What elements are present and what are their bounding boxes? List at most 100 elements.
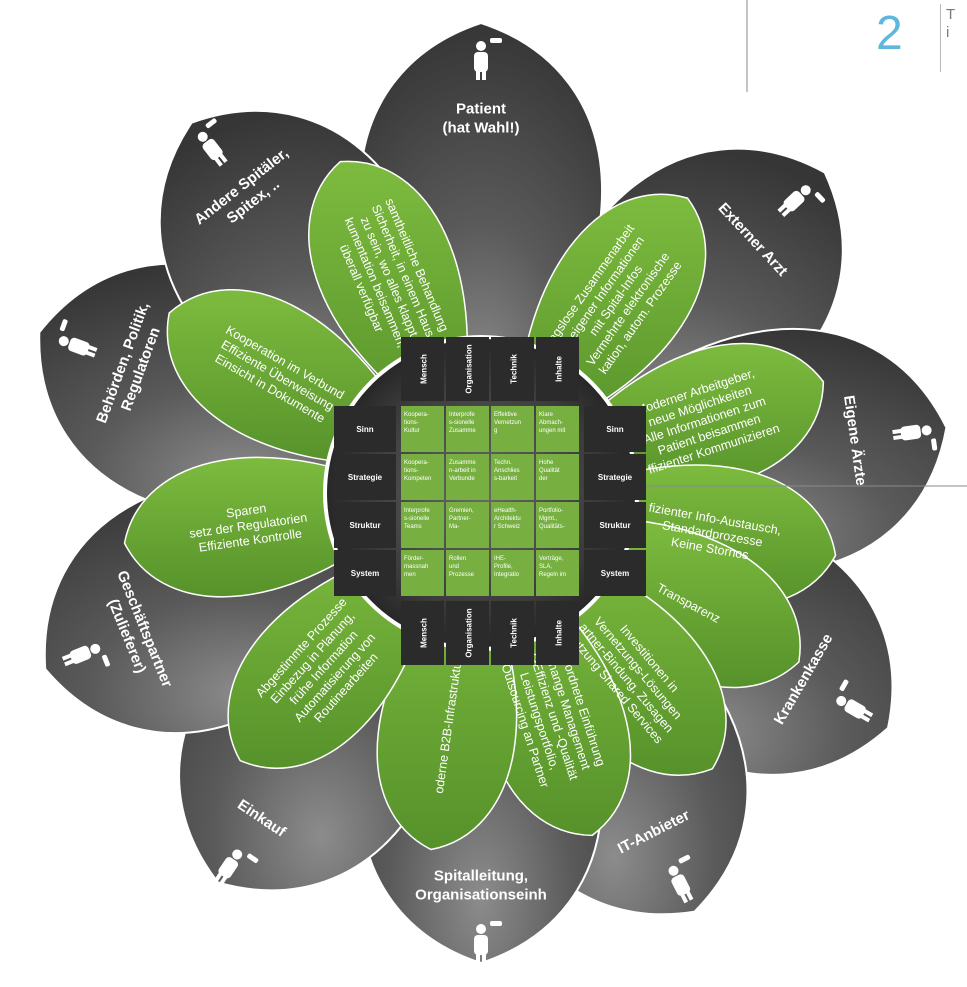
speech-bubble (678, 854, 691, 864)
row-header-right: Strategie (598, 473, 633, 482)
matrix-cell-text: und (449, 564, 459, 570)
person-leg (482, 953, 486, 963)
matrix-cell-text: massnah (404, 564, 428, 570)
person-leg (86, 344, 98, 352)
matrix-cell-text: Koopera- (404, 460, 429, 466)
person-leg (218, 152, 228, 163)
matrix-center: MenschMenschOrganisationOrganisationTech… (323, 335, 646, 665)
row-header-right: System (601, 569, 629, 578)
matrix-cell-text: s-sionelle (449, 420, 475, 426)
person-icon (214, 849, 259, 886)
stakeholder-label: Spitalleitung,Organisationseinh (415, 868, 547, 904)
matrix-cell-text: Teams (404, 524, 422, 530)
matrix-cell (491, 550, 534, 596)
person-leg (84, 350, 96, 358)
person-head (800, 185, 811, 196)
person-head (921, 425, 932, 436)
matrix-cell-text: Partner- (449, 516, 471, 522)
row-header-left-bg (334, 406, 396, 452)
person-leg (64, 658, 75, 667)
col-header-top-bg (446, 337, 489, 401)
stakeholder-label-line: Spitalleitung, (434, 868, 528, 885)
matrix-cell-text: Interprofe (449, 412, 475, 418)
matrix-cell-text: tions- (404, 420, 419, 426)
matrix-cell-text: Kultur (404, 428, 420, 434)
speech-bubble (490, 921, 502, 926)
matrix-cell-text: s-barkeit (494, 476, 517, 482)
speech-bubble (814, 192, 826, 203)
person-leg (482, 70, 486, 80)
person-leg (859, 713, 871, 723)
row-header-right-bg (584, 406, 646, 452)
person-leg (476, 953, 480, 963)
matrix-cell (401, 550, 444, 596)
matrix-cell-text: Klare (539, 412, 554, 418)
need-text: Moderner Arbeitgeber,neue MöglichkeitenA… (634, 366, 781, 477)
person-icon (668, 854, 694, 904)
person-icon (61, 643, 110, 667)
matrix-cell-text: men (404, 572, 416, 578)
col-header-bottom: Organisation (465, 608, 474, 657)
speech-bubble (247, 853, 259, 863)
page-number: 2 (876, 7, 903, 60)
person-body (900, 424, 922, 441)
row-header-left: Strategie (348, 473, 383, 482)
person-head (836, 696, 847, 706)
person-body (844, 699, 866, 719)
matrix-cell-text: Profile, (494, 564, 513, 570)
person-head (476, 41, 486, 51)
stakeholder-label-line: (hat Wahl!) (443, 120, 520, 137)
matrix-cell-text: Kompeten (404, 476, 431, 482)
person-icon (777, 185, 826, 218)
person-body (474, 935, 488, 955)
person-icon (58, 319, 98, 358)
person-leg (777, 202, 788, 213)
person-icon (474, 921, 502, 963)
person-leg (892, 428, 903, 435)
matrix-cell-text: Förder- (404, 556, 424, 562)
matrix-cell (446, 454, 489, 500)
col-header-top-bg (401, 337, 444, 401)
person-leg (685, 889, 694, 901)
speech-bubble (839, 679, 849, 691)
row-header-left: System (351, 569, 379, 578)
person-body (474, 52, 488, 72)
col-header-top: Technik (510, 354, 519, 384)
speech-bubble (490, 38, 502, 43)
matrix-cell-text: Zusamme (449, 460, 476, 466)
person-leg (679, 892, 689, 904)
person-body (671, 874, 691, 896)
matrix-cell-text: Rollen (449, 556, 466, 562)
person-leg (214, 871, 223, 883)
matrix-cell-text: Regeln im (539, 572, 566, 578)
matrix-cell-text: Verträge, (539, 556, 564, 562)
col-header-bottom: Mensch (420, 618, 429, 648)
stakeholder-label: Patient(hat Wahl!) (443, 101, 520, 137)
speech-bubble (59, 319, 68, 332)
col-header-top-bg (536, 337, 579, 401)
person-icon (197, 118, 228, 167)
person-leg (893, 434, 904, 441)
person-body (68, 337, 90, 356)
speech-bubble (931, 438, 938, 451)
col-header-bottom-bg (536, 601, 579, 665)
matrix-cell-text: der (539, 476, 548, 482)
matrix-cell-text: Qualitäts- (539, 524, 565, 530)
matrix-cell (401, 502, 444, 548)
row-header-right-bg (584, 502, 646, 548)
matrix-cell-text: g (494, 428, 497, 434)
matrix-cell (536, 502, 579, 548)
person-icon (836, 679, 874, 723)
matrix-cell-text: Mgmt., (539, 516, 558, 522)
matrix-cell-text: Gremien, (449, 508, 474, 514)
matrix-cell-text: tions- (404, 468, 419, 474)
need-text-line: Sparen (225, 501, 267, 520)
matrix-cell-text: n-arbeit in (449, 468, 476, 474)
matrix-cell-text: Ma- (449, 524, 459, 530)
matrix-cell-text: Koopera- (404, 412, 429, 418)
matrix-cell-text: Anschlies (494, 468, 520, 474)
page-snippet: T i (946, 6, 956, 41)
person-body (783, 190, 805, 212)
